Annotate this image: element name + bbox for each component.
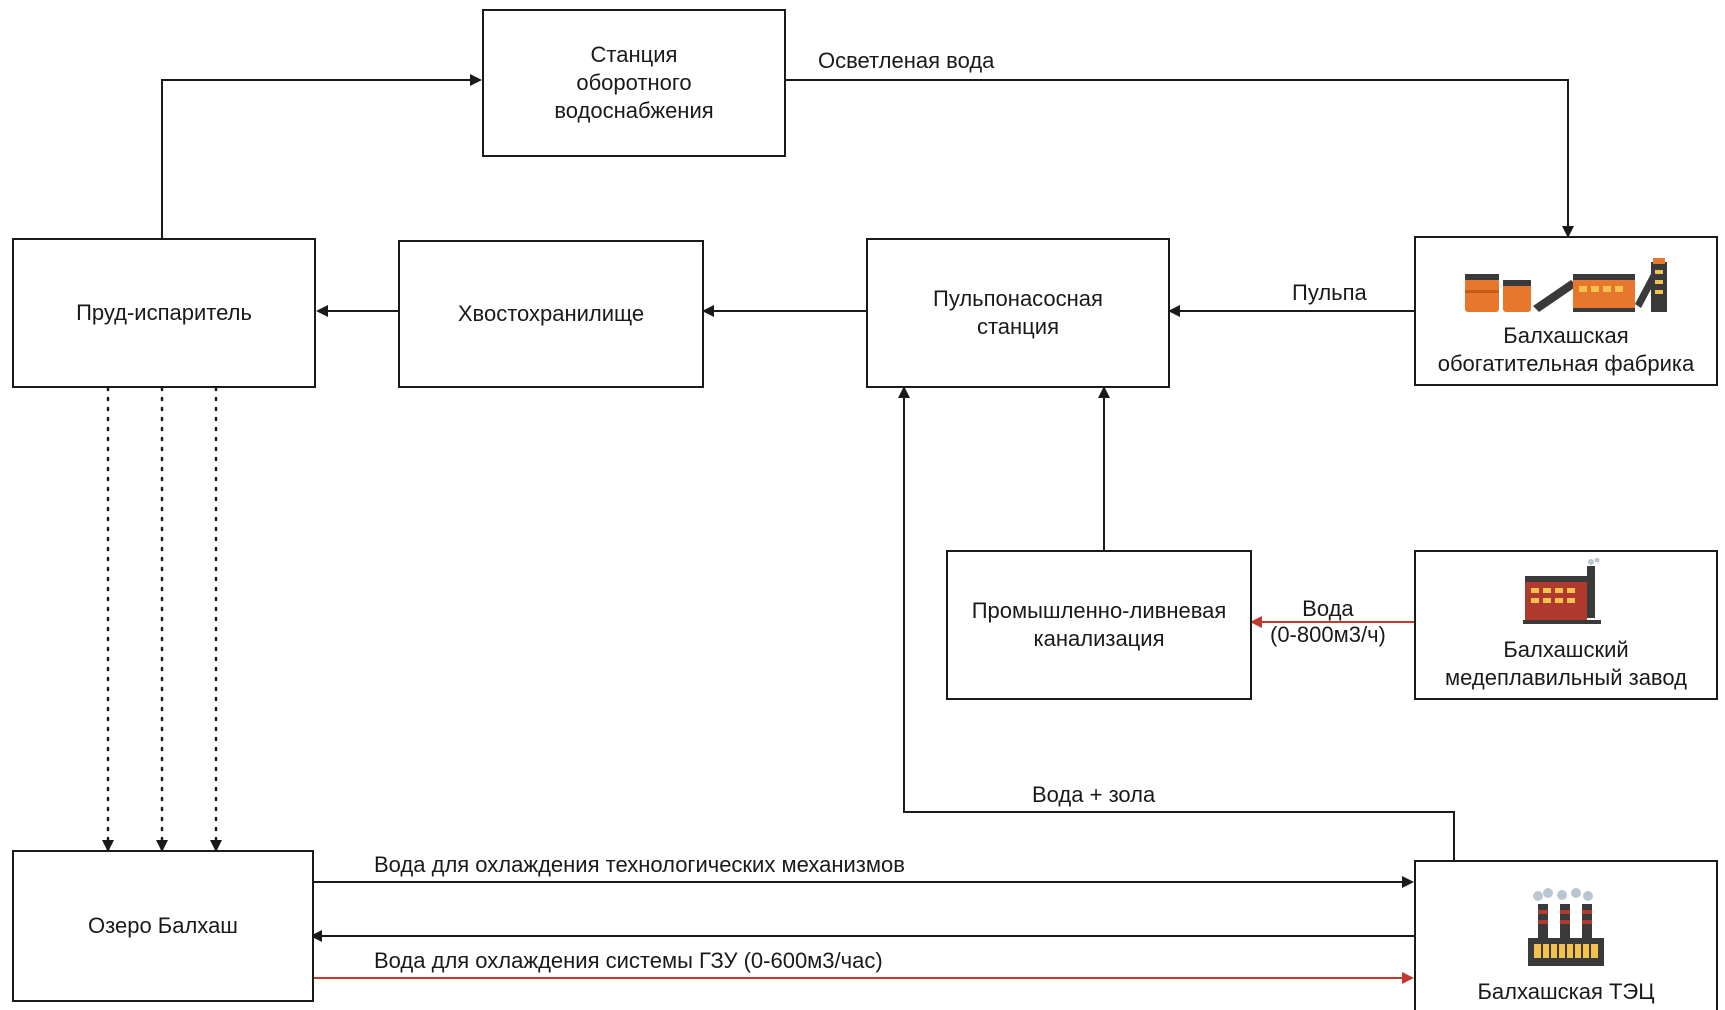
arrow-station-to-factory <box>786 79 1574 238</box>
tailings-label: Хвостохранилище <box>457 301 645 326</box>
station-box: Станция оборотного водоснабжения <box>482 9 786 157</box>
station-label: Станция оборотного водоснабжения <box>554 42 714 123</box>
flow-label-cooling-mech: Вода для охлаждения технологических меха… <box>374 852 905 877</box>
flow-label-water-rate: Вода (0-800м3/ч) <box>1270 596 1386 647</box>
tpp-box: Балхашская ТЭЦ <box>1414 860 1718 1010</box>
smelter-box: Балхашский медеплавильный завод <box>1414 550 1718 700</box>
tailings-box: Хвостохранилище <box>398 240 704 388</box>
factory-box: Балхашская обогатительная фабрика <box>1414 236 1718 386</box>
smelter-label: Балхашский медеплавильный завод <box>1445 637 1687 690</box>
factory-label: Балхашская обогатительная фабрика <box>1437 323 1695 376</box>
lake-box: Озеро Балхаш <box>12 850 314 1002</box>
pump-station-label: Пульпонасосная станция <box>933 286 1103 339</box>
flow-label-water-ash: Вода + зола <box>1032 782 1156 807</box>
pond-box: Пруд-испаритель <box>12 238 316 388</box>
pond-label: Пруд-испаритель <box>76 300 252 325</box>
tpp-label: Балхашская ТЭЦ <box>1477 979 1655 1004</box>
factory-icon <box>1465 258 1667 312</box>
sewer-box: Промышленно-ливневая канализация <box>946 550 1252 700</box>
power-plant-icon <box>1528 888 1604 966</box>
lake-label: Озеро Балхаш <box>88 913 238 938</box>
sewer-label: Промышленно-ливневая канализация <box>971 598 1227 651</box>
arrow-pond-to-station <box>161 74 482 238</box>
smelter-icon <box>1523 558 1601 624</box>
arrow-tpp-to-pump <box>898 386 1455 860</box>
flow-label-cooling-gzu: Вода для охлаждения системы ГЗУ (0-600м3… <box>374 948 883 973</box>
flow-label-pulp: Пульпа <box>1292 280 1367 305</box>
flow-label-clarified-water: Осветленая вода <box>818 48 995 73</box>
pump-station-box: Пульпонасосная станция <box>866 238 1170 388</box>
